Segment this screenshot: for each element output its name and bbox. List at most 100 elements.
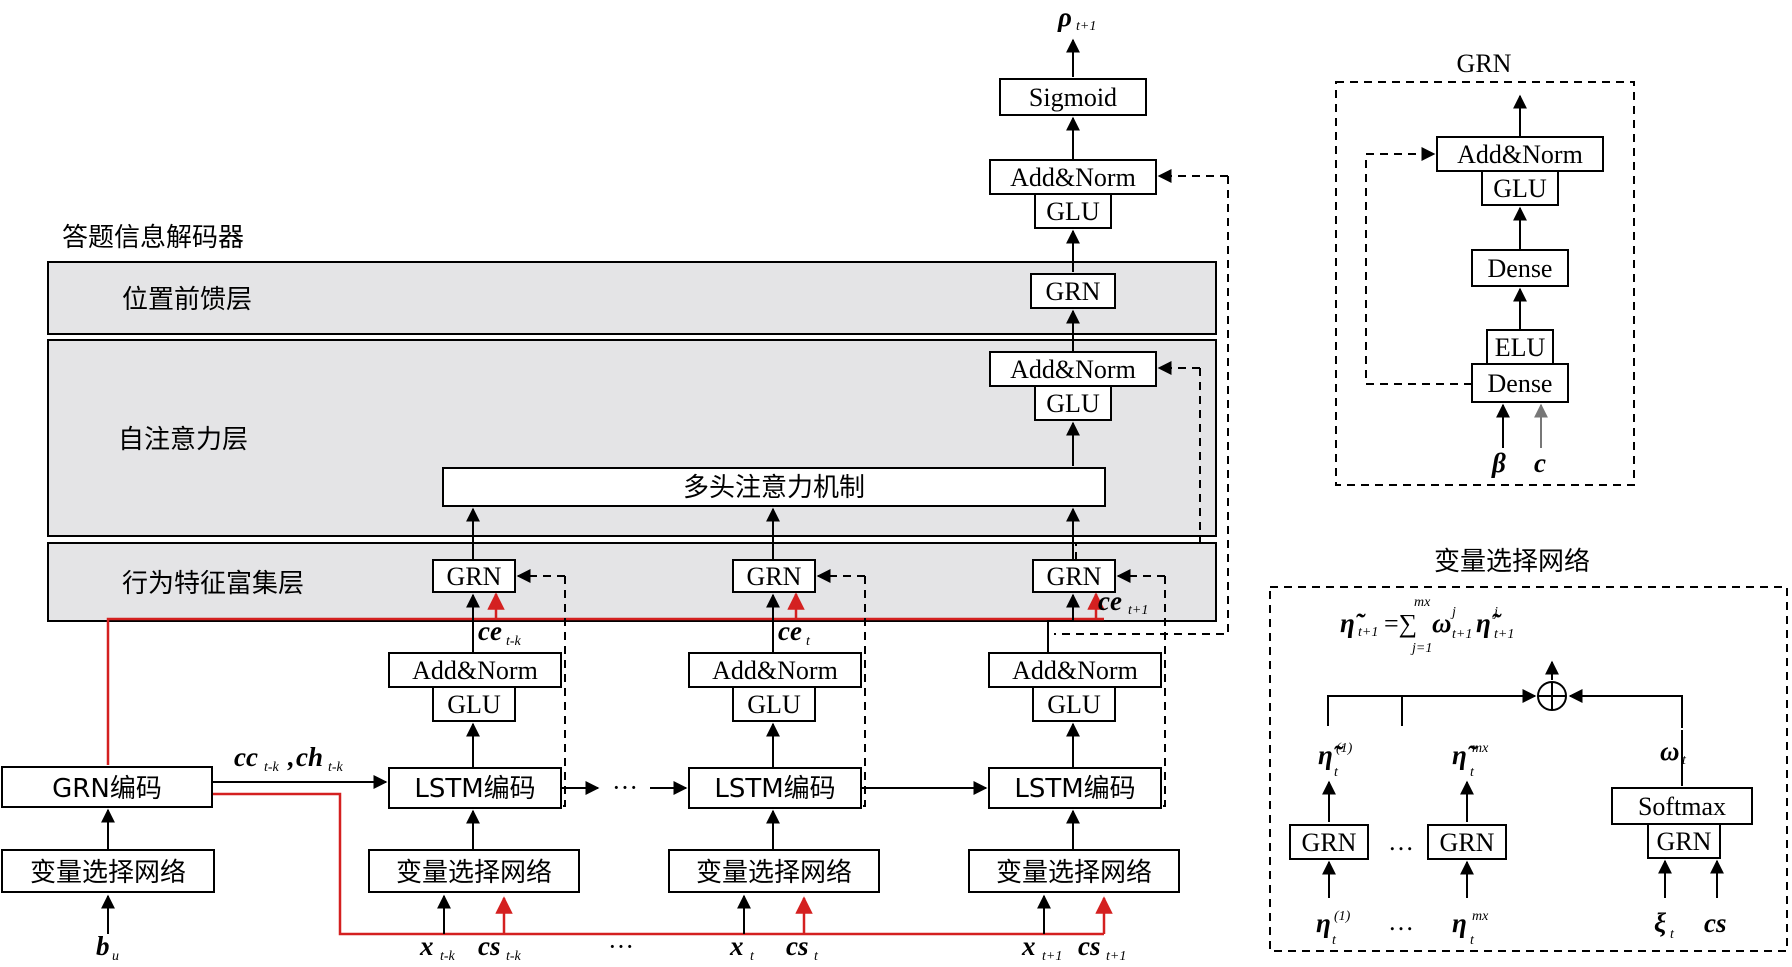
- formula-sum: =∑: [1384, 609, 1417, 638]
- lstm-box-col3: [988, 767, 1162, 809]
- sigmoid-label: Sigmoid: [1029, 83, 1117, 112]
- vsn-panel-ellipsis-grn: …: [1388, 827, 1414, 856]
- ellipsis-lstm: ···: [612, 773, 638, 802]
- cs-col3: cs: [1078, 931, 1101, 961]
- glu-box-col2: [732, 686, 816, 722]
- softmax-box: [1611, 787, 1753, 825]
- grn-encoder-label: GRN编码: [52, 774, 162, 804]
- skip-dash-sa-outer: [1075, 368, 1201, 560]
- addnorm-label-col1: Add&Norm: [412, 656, 538, 685]
- ce-col1-sub: t-k: [506, 634, 522, 649]
- formula-lhs-sub: t+1: [1358, 625, 1378, 640]
- formula-eta-sup: j: [1492, 605, 1498, 620]
- xi-symbol: ξ: [1654, 908, 1666, 938]
- glu-label-col2: GLU: [747, 690, 801, 719]
- omega-symbol: ω: [1660, 736, 1680, 766]
- combine-plus-cross: [1538, 682, 1566, 710]
- ch-symbol: ch: [296, 742, 323, 772]
- vsn-box-col3: [968, 849, 1180, 893]
- x-col1-sub: t-k: [440, 949, 456, 964]
- grn-panel-dense-bottom: [1471, 363, 1569, 403]
- vsn-box-col2: [668, 849, 880, 893]
- sigmoid-box: [999, 78, 1147, 116]
- decoder-title: 答题信息解码器: [62, 223, 244, 253]
- grn-panel-skip-line: [1365, 154, 1472, 385]
- grn-panel-elu: [1486, 329, 1554, 365]
- eta-m-sup: mx: [1472, 909, 1489, 924]
- vsn-panel-grn-m-label: GRN: [1440, 828, 1495, 857]
- glu-label-col1: GLU: [447, 690, 501, 719]
- vsn-box-left: [1, 849, 215, 893]
- grn-panel-dense-bottom-label: Dense: [1488, 369, 1553, 398]
- eta-1-sup: (1): [1334, 909, 1351, 924]
- vsn-panel-grn-1: [1289, 824, 1369, 860]
- addnorm-label-col2: Add&Norm: [712, 656, 838, 685]
- combine-left-bracket: [1327, 695, 1402, 726]
- grn-label-col3: GRN: [1047, 562, 1102, 591]
- skip-dash-col3: [1073, 576, 1166, 807]
- rho-sub: t+1: [1076, 19, 1096, 34]
- softmax-label: Softmax: [1638, 792, 1726, 821]
- vsn-box-col1: [368, 849, 580, 893]
- b-sub: u: [112, 949, 119, 964]
- eta-m-sub: t: [1470, 933, 1475, 948]
- addnorm-box-col1: [388, 652, 562, 688]
- skip-dash-col2: [773, 576, 866, 807]
- grn-panel-dense-top: [1471, 249, 1569, 287]
- multihead-attention-label: 多头注意力机制: [683, 473, 865, 503]
- eta-1-sub: t: [1332, 933, 1337, 948]
- x-col1: x: [419, 931, 434, 961]
- layer-ff-label: 位置前馈层: [122, 285, 252, 315]
- x-col3-sub: t+1: [1042, 949, 1062, 964]
- xi-sub: t: [1670, 927, 1675, 942]
- comma-symbol: ,: [287, 742, 295, 772]
- glu-box-top: [1034, 193, 1112, 229]
- layer-sa-label: 自注意力层: [118, 425, 248, 455]
- lstm-box-col2: [688, 767, 862, 809]
- cs-col1-sub: t-k: [506, 949, 522, 964]
- ce-col1: ce: [478, 616, 502, 646]
- ce-col3-sub: t+1: [1128, 603, 1148, 618]
- formula-omega-sup: j: [1450, 605, 1456, 620]
- grn-panel-beta: β: [1491, 448, 1506, 478]
- grn-label-ff: GRN: [1046, 277, 1101, 306]
- skip-dash-top-outer: [1054, 176, 1229, 635]
- eta-m: η: [1452, 908, 1467, 938]
- glu-box-col3: [1032, 686, 1116, 722]
- grn-panel-addnorm-label: Add&Norm: [1457, 140, 1583, 169]
- grn-box-col3: [1032, 559, 1116, 593]
- addnorm-box-top: [989, 159, 1157, 195]
- eta-tilde-1-sub: t: [1334, 765, 1339, 780]
- grn-panel-glu-label: GLU: [1493, 174, 1547, 203]
- grn-label-col1: GRN: [447, 562, 502, 591]
- cs-col3-sub: t+1: [1106, 949, 1126, 964]
- vsn-panel-grn-softmax: [1647, 823, 1721, 859]
- eta-tilde-m-sub: t: [1470, 765, 1475, 780]
- layer-be-label: 行为特征富集层: [122, 569, 304, 599]
- grn-label-col2: GRN: [747, 562, 802, 591]
- grn-panel-glu: [1481, 170, 1559, 206]
- formula-sum-top: mx: [1414, 595, 1431, 610]
- grn-box-col1: [432, 559, 516, 593]
- ce-col3: ce: [1098, 586, 1122, 616]
- lstm-box-col1: [388, 767, 562, 809]
- grn-box-col2: [732, 559, 816, 593]
- x-col2: x: [729, 931, 744, 961]
- grn-panel-title: GRN: [1457, 49, 1512, 78]
- vsn-panel-grn-1-label: GRN: [1302, 828, 1357, 857]
- lstm-label-col1: LSTM编码: [414, 774, 535, 804]
- vsn-panel-cs: cs: [1704, 908, 1727, 938]
- addnorm-label-col3: Add&Norm: [1012, 656, 1138, 685]
- omega-sub: t: [1682, 753, 1687, 768]
- b-symbol: b: [96, 931, 110, 961]
- grn-panel-dense-top-label: Dense: [1488, 254, 1553, 283]
- lstm-label-col3: LSTM编码: [1014, 774, 1135, 804]
- grn-panel-c: c: [1534, 448, 1546, 478]
- eta-tilde-m-sup: mx: [1472, 741, 1489, 756]
- glu-label-col3: GLU: [1047, 690, 1101, 719]
- formula-omega: ω: [1432, 608, 1452, 638]
- formula-sum-bottom: j=1: [1410, 641, 1432, 656]
- formula-eta-sub: t+1: [1494, 627, 1514, 642]
- vsn-label-col1: 变量选择网络: [396, 858, 552, 888]
- cs-col2: cs: [786, 931, 809, 961]
